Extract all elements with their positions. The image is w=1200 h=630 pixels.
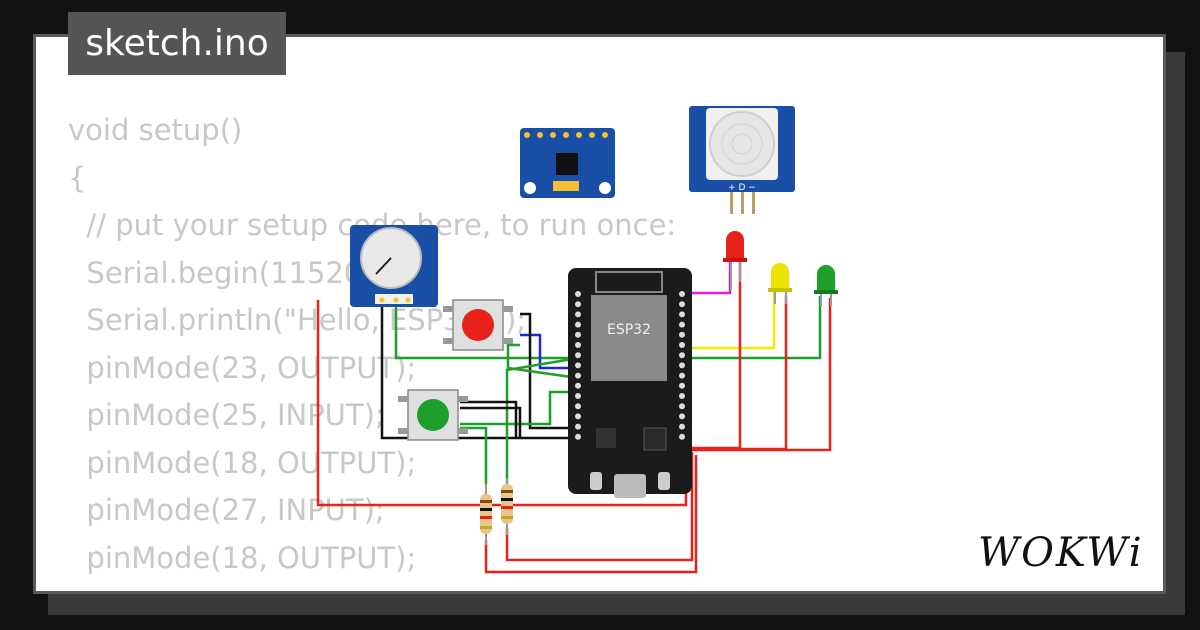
led-green[interactable] [814, 265, 838, 306]
header-pin [679, 291, 685, 297]
resistor-2[interactable] [501, 478, 513, 535]
header-pin [575, 311, 581, 318]
header-pin [679, 311, 685, 318]
code-line: { [68, 160, 87, 195]
header-pin [679, 331, 685, 338]
header-pin [679, 413, 685, 420]
header-pin [575, 352, 581, 359]
header-pin [575, 321, 581, 328]
code-line: pinMode(27, INPUT); [68, 582, 676, 591]
wire-red-res1 [484, 455, 698, 574]
header-pin [575, 291, 581, 297]
header-pin [575, 372, 581, 379]
header-pin [575, 301, 581, 308]
wokwi-logo[interactable]: WOKWi [978, 528, 1150, 578]
header-pin [575, 362, 581, 369]
header-pin [575, 433, 581, 440]
code-line: pinMode(23, OUTPUT); [68, 350, 417, 385]
wire-red-led2 [686, 296, 788, 451]
led-red[interactable] [723, 231, 747, 290]
esp32-board[interactable]: ESP32 [568, 268, 692, 498]
wokwi-logo-text: WOKWi [978, 530, 1144, 576]
accelerometer-module[interactable] [520, 128, 615, 198]
wire-green-pot [394, 300, 578, 360]
header-pin [575, 423, 581, 430]
code-line: // put your setup code here, to run once… [86, 208, 677, 242]
header-pin [679, 423, 685, 430]
esp32-label: ESP32 [607, 322, 651, 338]
esp32-pins-left [575, 291, 581, 440]
wire-green-btn2c [460, 390, 578, 426]
header-pin [679, 403, 685, 410]
code-line: pinMode(18, OUTPUT); [68, 540, 417, 575]
potentiometer[interactable] [350, 225, 438, 307]
esp32-pins-right [679, 291, 685, 440]
red-pushbutton[interactable] [443, 299, 513, 351]
header-pin [679, 321, 685, 328]
header-pin [679, 393, 685, 399]
code-preview: void setup() { // put your setup code her… [68, 107, 677, 591]
resistor-1[interactable] [480, 484, 492, 545]
header-pin [679, 372, 685, 379]
code-line: Serial.begin(115200); [68, 255, 402, 290]
wire-red-led3 [686, 298, 832, 452]
header-pin [679, 342, 685, 348]
header-pin [575, 342, 581, 348]
wire-black-btn2b [460, 406, 522, 438]
file-tab[interactable]: sketch.ino [68, 12, 286, 75]
wire-red-res2 [505, 452, 694, 562]
wire-yellow [680, 292, 776, 350]
led-yellow[interactable] [768, 263, 792, 304]
header-pin [575, 382, 581, 389]
header-pin [679, 433, 685, 440]
code-line: pinMode(18, OUTPUT); [68, 445, 417, 480]
header-pin [679, 301, 685, 308]
wire-black-btn2 [460, 400, 518, 438]
wire-green-btn1 [506, 343, 579, 380]
wire-green-btn2b [505, 356, 579, 484]
code-line: void setup() [68, 113, 243, 147]
pir-sensor[interactable]: + D − [689, 106, 795, 214]
wire-green-led [680, 296, 822, 360]
header-pin [679, 382, 685, 389]
header-pin [679, 362, 685, 369]
wire-green-btn2 [460, 426, 488, 484]
header-pin [679, 352, 685, 359]
code-line: pinMode(25, INPUT); [68, 398, 385, 432]
wire-black-pot [380, 300, 578, 440]
header-pin [575, 413, 581, 420]
header-pin [575, 393, 581, 399]
green-pushbutton[interactable] [398, 389, 468, 441]
code-line: pinMode(27, INPUT); [68, 493, 385, 527]
header-pin [575, 331, 581, 338]
header-pin [575, 403, 581, 410]
pir-pin-labels: + D − [728, 183, 756, 193]
